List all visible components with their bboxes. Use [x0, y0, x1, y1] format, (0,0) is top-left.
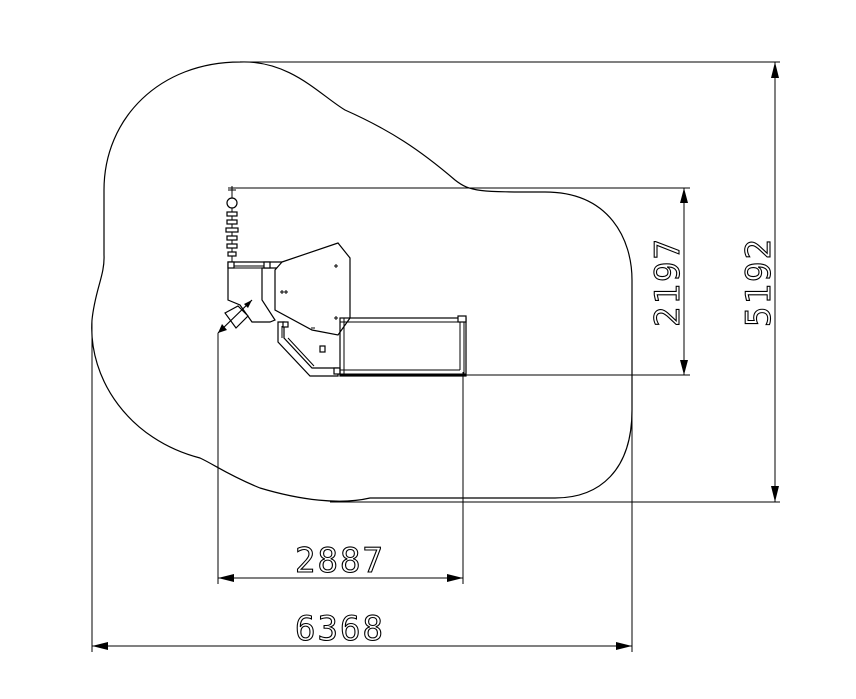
hexagonal-roof: [274, 242, 351, 336]
platform-post-1: [227, 261, 235, 269]
dimension-label-equipment-depth: 2197: [648, 237, 688, 327]
play-equipment-plan: [217, 186, 467, 377]
dimension-label-overall-width: 6368: [295, 609, 385, 649]
safety-zone-outline: [91, 61, 633, 502]
dimension-equipment-width: 2887: [218, 540, 463, 582]
dimension-overall-width: 6368: [92, 608, 632, 650]
slide: [339, 315, 467, 377]
roof-bolts: [280, 264, 338, 329]
rope-ladder: [225, 186, 239, 262]
play-panel-arrow: [217, 299, 253, 334]
dimension-overall-depth: 5192: [738, 62, 780, 502]
dimension-label-overall-depth: 5192: [739, 237, 779, 327]
dimension-equipment-depth: 2197: [647, 188, 689, 375]
dimension-label-equipment-width: 2887: [295, 541, 385, 581]
platform-post-2: [263, 261, 271, 269]
